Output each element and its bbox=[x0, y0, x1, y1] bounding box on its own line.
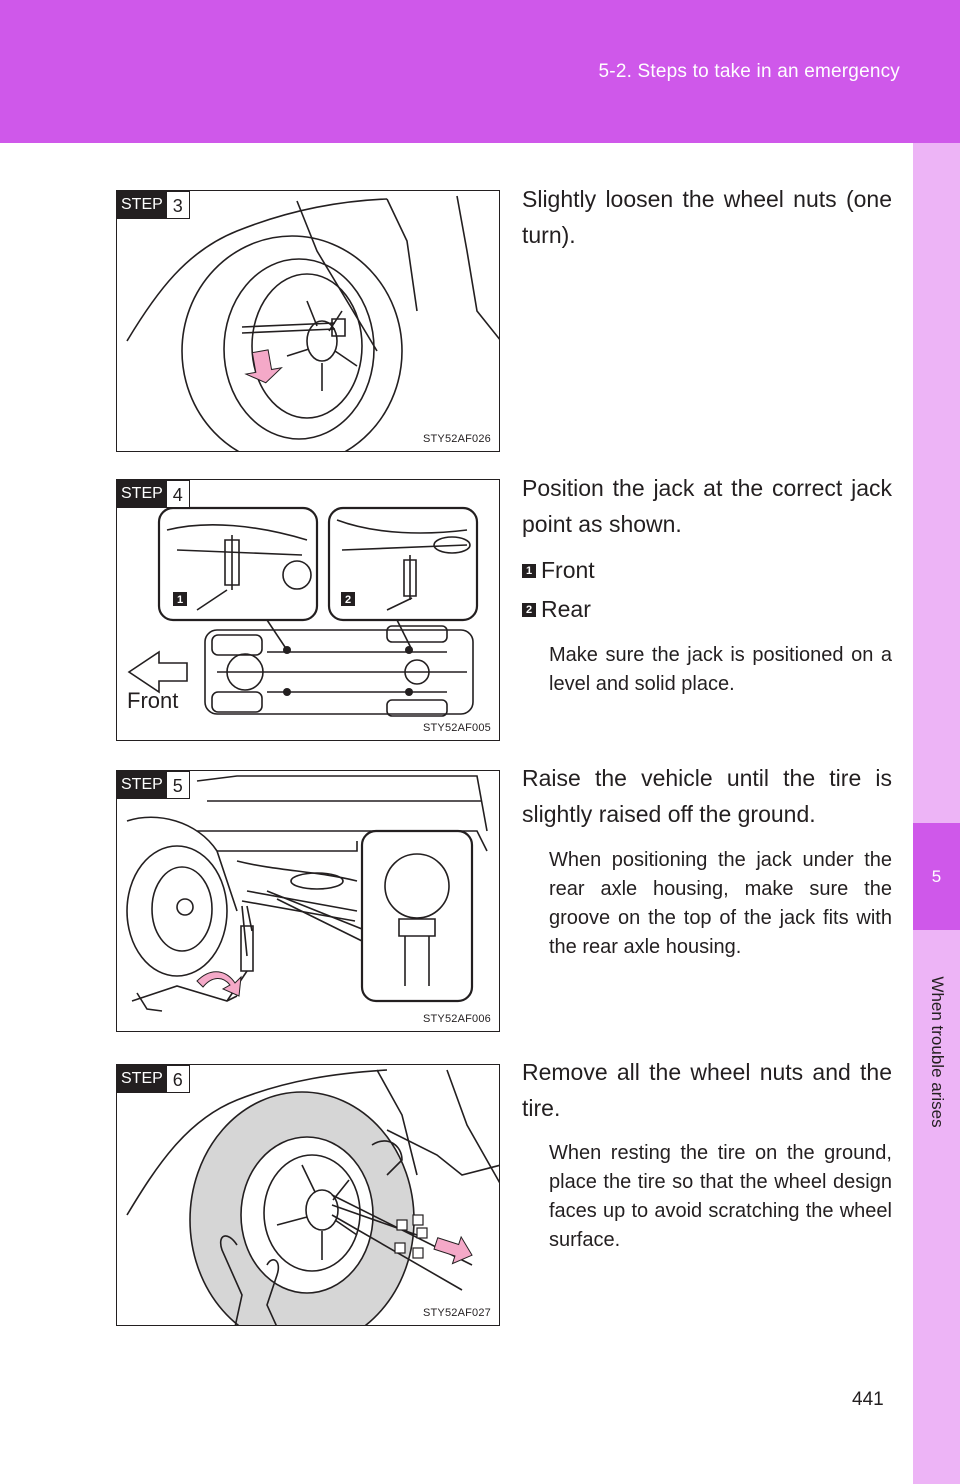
step-number: 5 bbox=[166, 771, 190, 799]
figure-code: STY52AF026 bbox=[422, 433, 491, 445]
wheel-loosen-illustration bbox=[126, 195, 499, 451]
figure-code: STY52AF006 bbox=[422, 1013, 491, 1025]
step-word: STEP bbox=[117, 1065, 167, 1093]
item-number: 2 bbox=[522, 602, 536, 617]
list-item: 2 Rear bbox=[522, 590, 892, 629]
list-item: 1 Front bbox=[522, 551, 892, 590]
step-word: STEP bbox=[117, 480, 167, 508]
item-label: Front bbox=[541, 557, 595, 583]
jack-point-list: 1 Front 2 Rear bbox=[522, 551, 892, 629]
item-label: Rear bbox=[541, 596, 591, 622]
figure-step-3: STEP 3 STY52AF026 bbox=[116, 190, 500, 452]
svg-text:2: 2 bbox=[345, 594, 351, 606]
figure-step-5: STEP 5 ST bbox=[116, 770, 500, 1032]
step-4-note: Make sure the jack is positioned on a le… bbox=[549, 644, 892, 695]
chapter-number: 5 bbox=[913, 823, 960, 930]
step-word: STEP bbox=[117, 191, 167, 219]
step-4-text: Position the jack at the correct jack po… bbox=[522, 475, 892, 537]
front-direction-label: Front bbox=[127, 688, 179, 713]
chapter-side-tab bbox=[913, 143, 960, 1484]
step-6-note: When resting the tire on the ground, pla… bbox=[549, 1142, 892, 1251]
raise-vehicle-illustration bbox=[126, 775, 488, 1012]
figure-code: STY52AF027 bbox=[422, 1307, 491, 1319]
step-3-text: Slightly loosen the wheel nuts (one turn… bbox=[522, 186, 892, 248]
chapter-title-text: When trouble arises bbox=[928, 976, 947, 1128]
step-badge: STEP 5 bbox=[117, 771, 190, 799]
step-number: 3 bbox=[166, 191, 190, 219]
step-badge: STEP 3 bbox=[117, 191, 190, 219]
step-6-text: Remove all the wheel nuts and the tire. bbox=[522, 1059, 892, 1121]
step-word: STEP bbox=[117, 771, 167, 799]
figure-step-6: STEP 6 STY52AF027 bbox=[116, 1064, 500, 1326]
step-badge: STEP 4 bbox=[117, 480, 190, 508]
remove-tire-illustration bbox=[126, 1069, 499, 1325]
item-number: 1 bbox=[522, 563, 536, 578]
svg-text:1: 1 bbox=[177, 594, 183, 606]
step-number: 4 bbox=[166, 480, 190, 508]
step-5-text: Raise the vehicle until the tire is slig… bbox=[522, 765, 892, 827]
chapter-title: When trouble arises bbox=[919, 942, 955, 1162]
page-number: 441 bbox=[852, 1389, 884, 1410]
step-5-note: When positioning the jack under the rear… bbox=[549, 849, 892, 958]
section-title: 5-2. Steps to take in an emergency bbox=[598, 61, 900, 82]
page-header: 5-2. Steps to take in an emergency bbox=[0, 0, 960, 143]
jack-point-illustration: 1 2 bbox=[127, 506, 479, 717]
figure-step-4: STEP 4 bbox=[116, 479, 500, 741]
step-badge: STEP 6 bbox=[117, 1065, 190, 1093]
figure-code: STY52AF005 bbox=[422, 722, 491, 734]
step-number: 6 bbox=[166, 1065, 190, 1093]
